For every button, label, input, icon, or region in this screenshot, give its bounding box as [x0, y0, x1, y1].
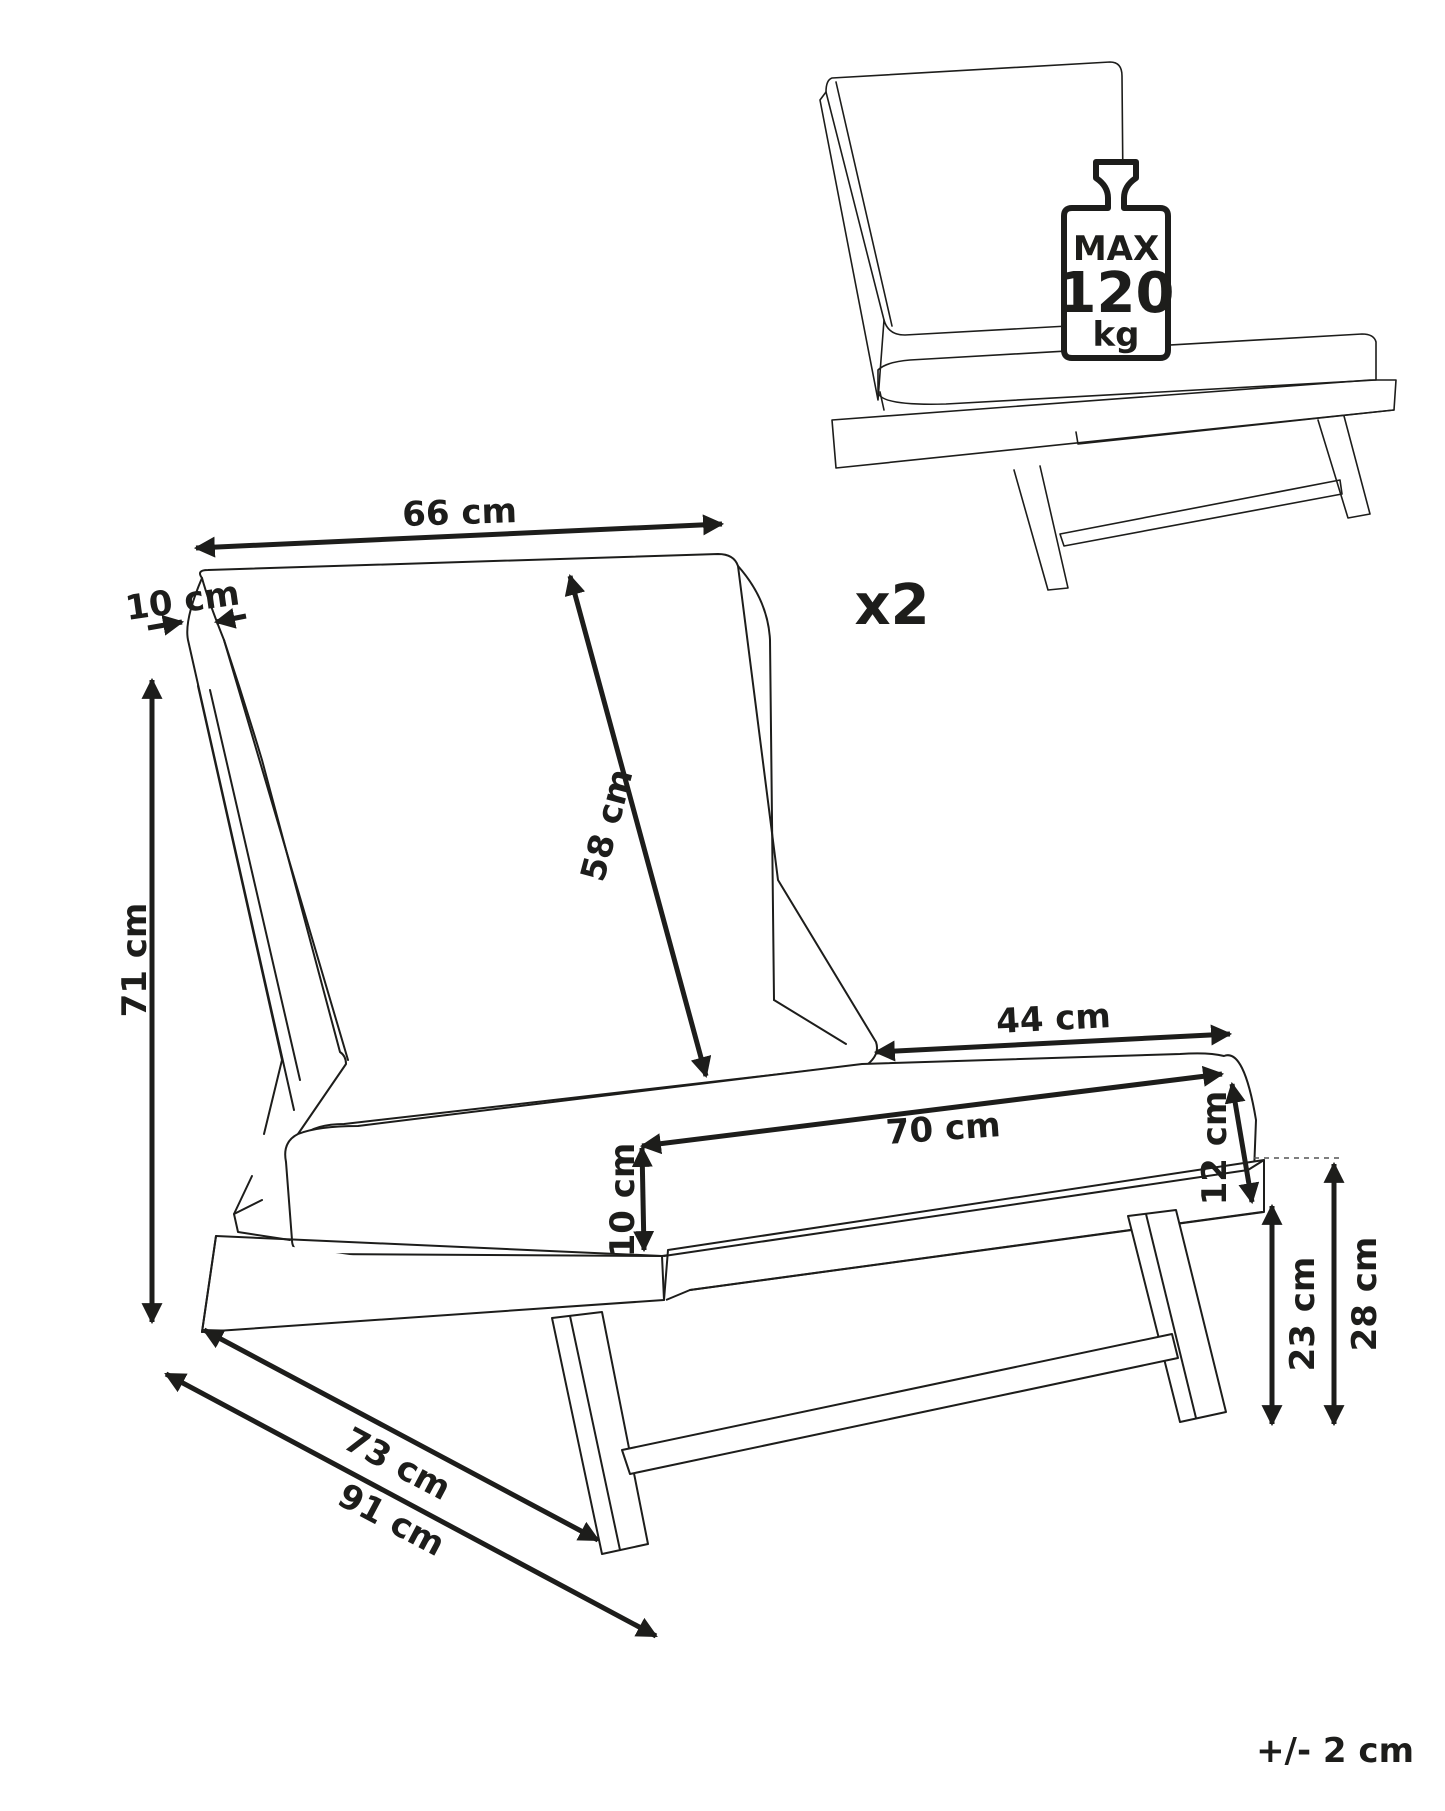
dim-arrow-seat-cushion-front: [1224, 1081, 1260, 1205]
label-seat-depth-top: 44 cm: [995, 996, 1112, 1042]
label-seat-width: 70 cm: [885, 1105, 1002, 1153]
max-load-line3: kg: [1093, 315, 1140, 355]
max-load-weight-icon: MAX 120 kg: [1058, 159, 1175, 361]
label-backrest-width: 66 cm: [402, 491, 518, 535]
dim-arrow-backrest-thickness-right: [213, 607, 247, 629]
dim-arrow-total-depth: [164, 1371, 658, 1639]
main-chair-illustration: [186, 553, 1265, 1555]
dim-arrow-seat-cushion-side: [631, 1145, 655, 1253]
label-seat-height-frame: 23 cm: [1283, 1257, 1323, 1372]
dim-arrow-seat-depth-top: [873, 1024, 1233, 1062]
label-tolerance: +/- 2 cm: [1256, 1731, 1414, 1771]
dimension-arrows: [141, 514, 1345, 1639]
dim-arrow-backrest-height: [564, 573, 712, 1079]
label-seat-height-cushion: 28 cm: [1345, 1237, 1385, 1352]
label-quantity: x2: [854, 573, 929, 638]
reference-chair-illustration: MAX 120 kg: [819, 61, 1397, 591]
dim-arrow-backrest-thickness-left: [147, 614, 185, 636]
dim-arrow-seat-width: [639, 1065, 1225, 1155]
dim-arrow-backrest-width: [193, 514, 725, 558]
max-load-line1: MAX: [1073, 229, 1159, 269]
label-seat-cushion-front: 12 cm: [1195, 1091, 1235, 1206]
label-seat-cushion-side: 10 cm: [603, 1143, 643, 1258]
label-total-height: 71 cm: [115, 903, 155, 1018]
max-load-line2: 120: [1058, 261, 1175, 326]
